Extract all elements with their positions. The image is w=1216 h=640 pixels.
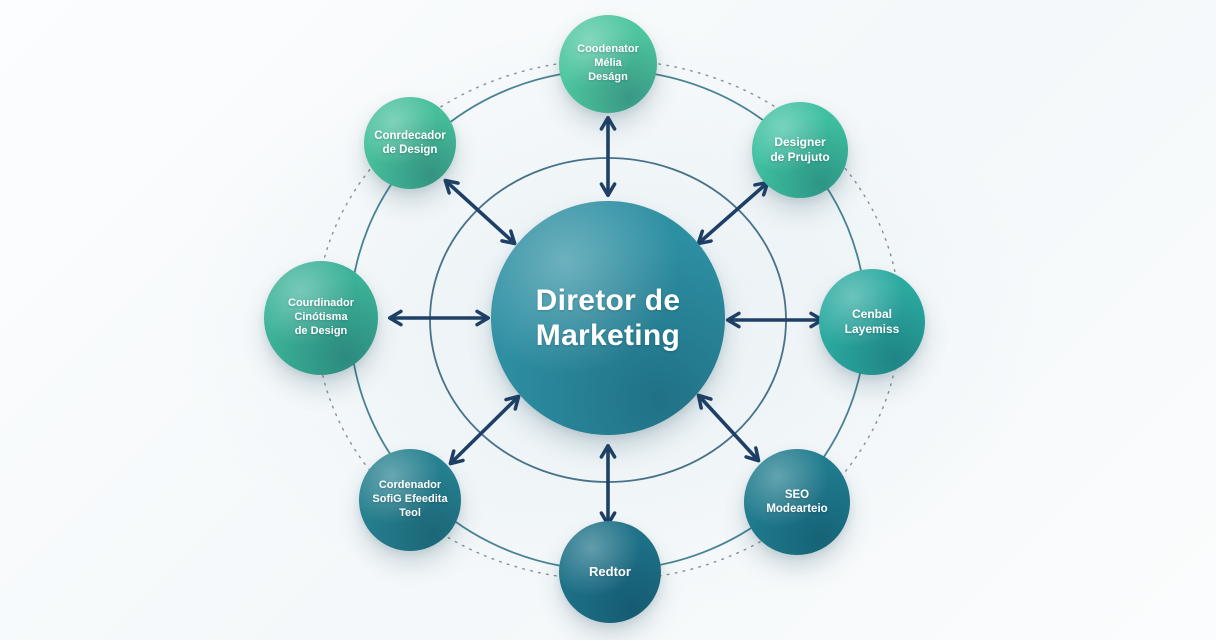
satellite-node-top-right: Designer de Prujuto <box>752 102 848 198</box>
center-node-diretor-de-marketing: Diretor de Marketing <box>491 201 725 435</box>
satellite-node-label: Conrdecador de Design <box>374 129 446 156</box>
satellite-node-left: Courdinador Cinótisma de Design <box>264 261 378 375</box>
arrow-center-bottom-left <box>452 398 517 462</box>
satellite-node-top: Coodenator Mélia Deságn <box>559 15 657 113</box>
satellite-node-label: Designer de Prujuto <box>770 135 830 164</box>
satellite-node-label: Redtor <box>589 563 631 579</box>
satellite-node-bottom-right: SEO Modearteio <box>744 449 850 555</box>
arrow-center-top-right <box>700 184 766 242</box>
satellite-node-label: SEO Modearteio <box>766 488 828 515</box>
satellite-node-top-left: Conrdecador de Design <box>364 97 456 189</box>
satellite-node-label: Coodenator Mélia Deságn <box>577 43 639 83</box>
satellite-node-right: Cenbal Layemiss <box>819 269 925 375</box>
satellite-node-bottom-left: Cordenador SofiG Efeedita Teol <box>359 449 461 551</box>
satellite-node-label: Courdinador Cinótisma de Design <box>288 297 354 337</box>
satellite-node-label: Cordenador SofiG Efeedita Teol <box>372 479 448 519</box>
satellite-node-bottom: Redtor <box>559 521 661 623</box>
satellite-node-label: Cenbal Layemiss <box>844 307 900 336</box>
arrow-center-top-left <box>447 182 513 242</box>
arrow-center-bottom-right <box>700 397 757 459</box>
center-node-label: Diretor de Marketing <box>535 283 681 352</box>
